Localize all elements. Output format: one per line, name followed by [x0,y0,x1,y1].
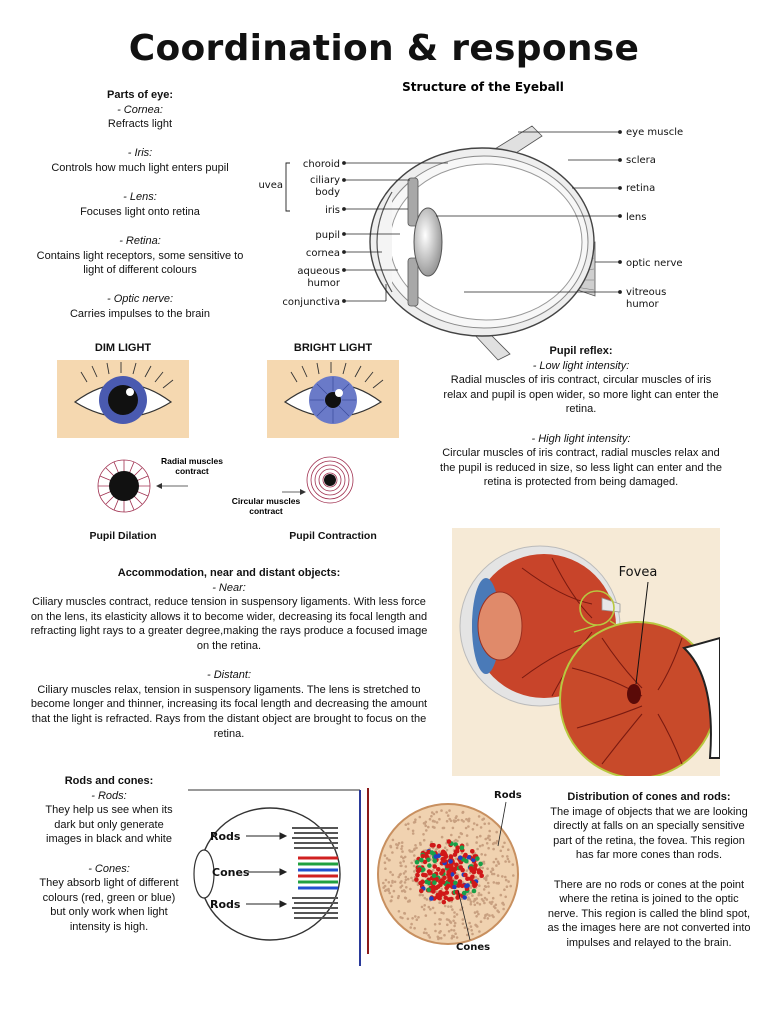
pupil-contraction-label: Pupil Contraction [289,530,377,542]
cone-rod-distribution-diagram: Rods Cones [367,788,522,954]
parts-of-eye-section: Parts of eye: - Cornea: Refracts light -… [20,88,260,322]
dim-light-eye-image [57,360,189,438]
diagram-rods-label-top: Rods [210,830,241,843]
optic-nerve-desc: Carries impulses to the brain [69,307,210,320]
label-iris: iris [325,205,340,216]
circular-muscles-diagram [306,456,354,504]
diagram-cones-label: Cones [212,866,250,879]
distribution-text-1: The image of objects that we are looking… [550,805,748,862]
bright-light-label: BRIGHT LIGHT [293,342,373,354]
rods-cones-eye-diagram: Rods Cones Rods [188,789,361,966]
lens-shape [413,207,443,277]
label-conjunctiva: conjunctiva [282,297,340,308]
cones-text: They absorb light of different colours (… [39,877,179,933]
distant-label: - Distant: [206,669,251,682]
label-choroid: choroid [303,159,340,170]
distribution-rods-label: Rods [494,790,522,801]
label-pupil: pupil [315,230,340,241]
cones-label: - Cones: [88,862,130,875]
distant-text: Ciliary muscles relax, tension in suspen… [30,683,428,740]
label-optic-nerve: optic nerve [626,258,683,269]
near-label: - Near: [212,581,246,594]
retina-desc: Contains light receptors, some sensitive… [36,249,244,277]
low-light-text: Radial muscles of iris contract, circula… [443,374,719,416]
distribution-cones-label: Cones [456,942,490,953]
near-text: Ciliary muscles contract, reduce tension… [30,596,428,652]
pupil-dilation-label: Pupil Dilation [89,530,157,542]
distribution-heading: Distribution of cones and rods: [567,791,731,803]
rods-label: - Rods: [91,789,127,802]
bright-light-eye-image [267,360,399,438]
eyeball-structure-diagram: Structure of the Eyeball choroid ciliary… [258,80,683,361]
fovea-illustration: Fovea [452,528,720,776]
label-retina: retina [626,183,655,194]
high-light-label: - High light intensity: [531,432,631,445]
lens-desc: Focuses light onto retina [80,205,200,218]
page-title: Coordination & response [128,28,640,69]
diagram-rods-label-bottom: Rods [210,898,241,911]
cornea-desc: Refracts light [107,118,173,131]
label-uvea: uvea [258,180,283,191]
iris-desc: Controls how much light enters pupil [51,161,229,174]
rod-dots [382,809,515,941]
eyeball-diagram-title: Structure of the Eyeball [402,80,564,94]
pupil-reflex-heading: Pupil reflex: [549,345,613,357]
rods-cones-heading: Rods and cones: [64,775,154,787]
label-lens: lens [626,212,646,223]
iris-top [407,177,419,227]
optic-nerve-label: - Optic nerve: [106,293,174,306]
parts-of-eye-heading: Parts of eye: [106,89,174,101]
accommodation-section: Accommodation, near and distant objects:… [30,566,428,741]
rods-cones-section: Rods and cones: - Rods: They help us see… [36,774,182,935]
low-light-label: - Low light intensity: [532,359,630,372]
iris-label: - Iris: [127,147,153,160]
cornea-shape [376,191,393,293]
label-cornea: cornea [306,248,340,259]
distribution-section: Distribution of cones and rods: The imag… [544,790,754,951]
accommodation-heading: Accommodation, near and distant objects: [117,567,341,579]
rods-text: They help us see when its dark but only … [45,804,173,846]
lens-label: - Lens: [123,191,157,204]
cornea-label: - Cornea: [117,103,163,116]
iris-bottom [407,257,419,307]
high-light-text: Circular muscles of iris contract, radia… [440,447,722,489]
label-sclera: sclera [626,155,656,166]
retina-label: - Retina: [119,234,161,247]
dim-light-label: DIM LIGHT [94,342,152,354]
distribution-text-2: There are no rods or cones at the point … [547,878,751,949]
fovea-label: Fovea [619,565,658,580]
pupil-reflex-section: Pupil reflex: - Low light intensity: Rad… [440,344,722,490]
label-eye-muscle: eye muscle [626,127,683,138]
